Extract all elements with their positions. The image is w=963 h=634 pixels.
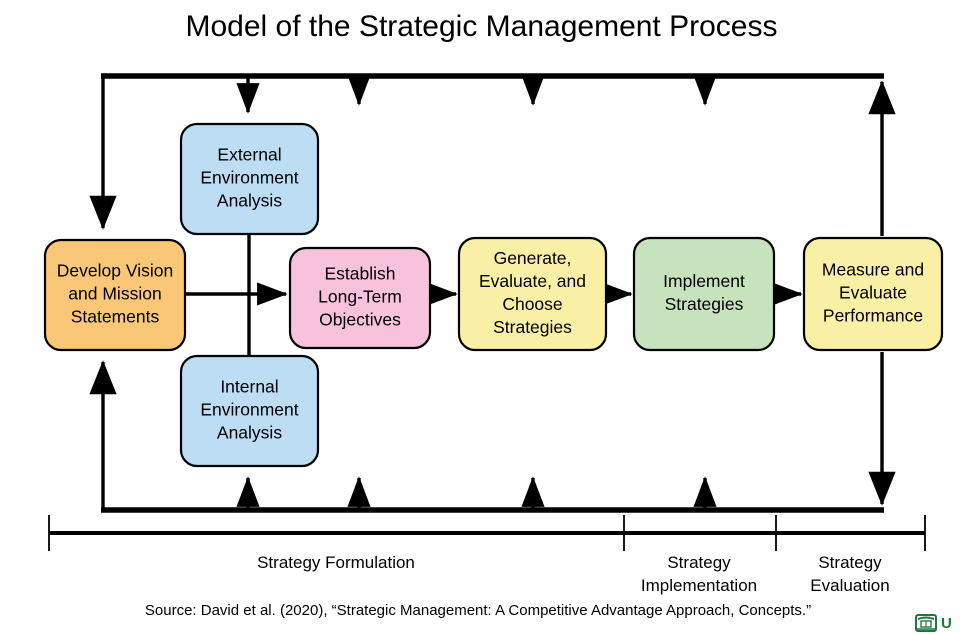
node-box: [179, 354, 320, 468]
organization-logo: U: [915, 612, 963, 634]
node-label-line: Evaluate: [839, 283, 907, 303]
phase-strategy-formulation: Strategy Formulation: [257, 553, 415, 572]
page-title: Model of the Strategic Management Proces…: [185, 10, 778, 43]
node-label-line: Evaluate, and: [479, 271, 586, 291]
node-box: [288, 246, 432, 350]
node-label-line: Generate,: [494, 248, 572, 268]
phase-labels: Strategy Formulation StrategyImplementati…: [257, 553, 890, 595]
node-label-line: Strategies: [493, 317, 572, 337]
node-label-line: Long-Term: [318, 287, 402, 307]
phase-bracket: [48, 515, 926, 551]
node-label-line: Analysis: [217, 191, 282, 211]
node-label-line: External: [217, 145, 281, 165]
node-box: [179, 122, 320, 236]
feedback-loop-frame: [89, 73, 896, 513]
phase-label-line: Strategy Formulation: [257, 553, 415, 572]
node-label-line: Analysis: [217, 423, 282, 443]
node-label-line: Environment: [200, 400, 298, 420]
source-citation: Source: David et al. (2020), “Strategic …: [145, 602, 811, 619]
node-label-line: Develop Vision: [57, 261, 173, 281]
bottom-feedback-arrows: [236, 476, 717, 508]
node-label-line: Implement: [663, 271, 745, 291]
node-label-line: Statements: [71, 307, 160, 327]
node-label-line: Strategies: [665, 294, 744, 314]
node-box: [632, 236, 776, 352]
node-label-line: Establish: [324, 264, 395, 284]
node-label-line: Measure and: [822, 260, 924, 280]
top-feedback-arrows: [236, 75, 717, 114]
logo-text: U: [941, 614, 952, 632]
node-label-line: Choose: [502, 294, 562, 314]
phase-label-line: Evaluation: [810, 576, 889, 595]
node-label-line: and Mission: [68, 284, 161, 304]
open-book-building-icon: [915, 614, 937, 632]
phase-label-line: Strategy: [818, 553, 882, 572]
node-box: [457, 236, 608, 352]
phase-label-line: Strategy: [667, 553, 731, 572]
node-label-line: Performance: [823, 306, 923, 326]
phase-label-line: Implementation: [641, 576, 757, 595]
node-label-line: Environment: [200, 168, 298, 188]
node-box: [43, 238, 187, 352]
node-label-line: Internal: [220, 377, 278, 397]
node-box: [802, 236, 944, 352]
node-label-line: Objectives: [319, 310, 401, 330]
